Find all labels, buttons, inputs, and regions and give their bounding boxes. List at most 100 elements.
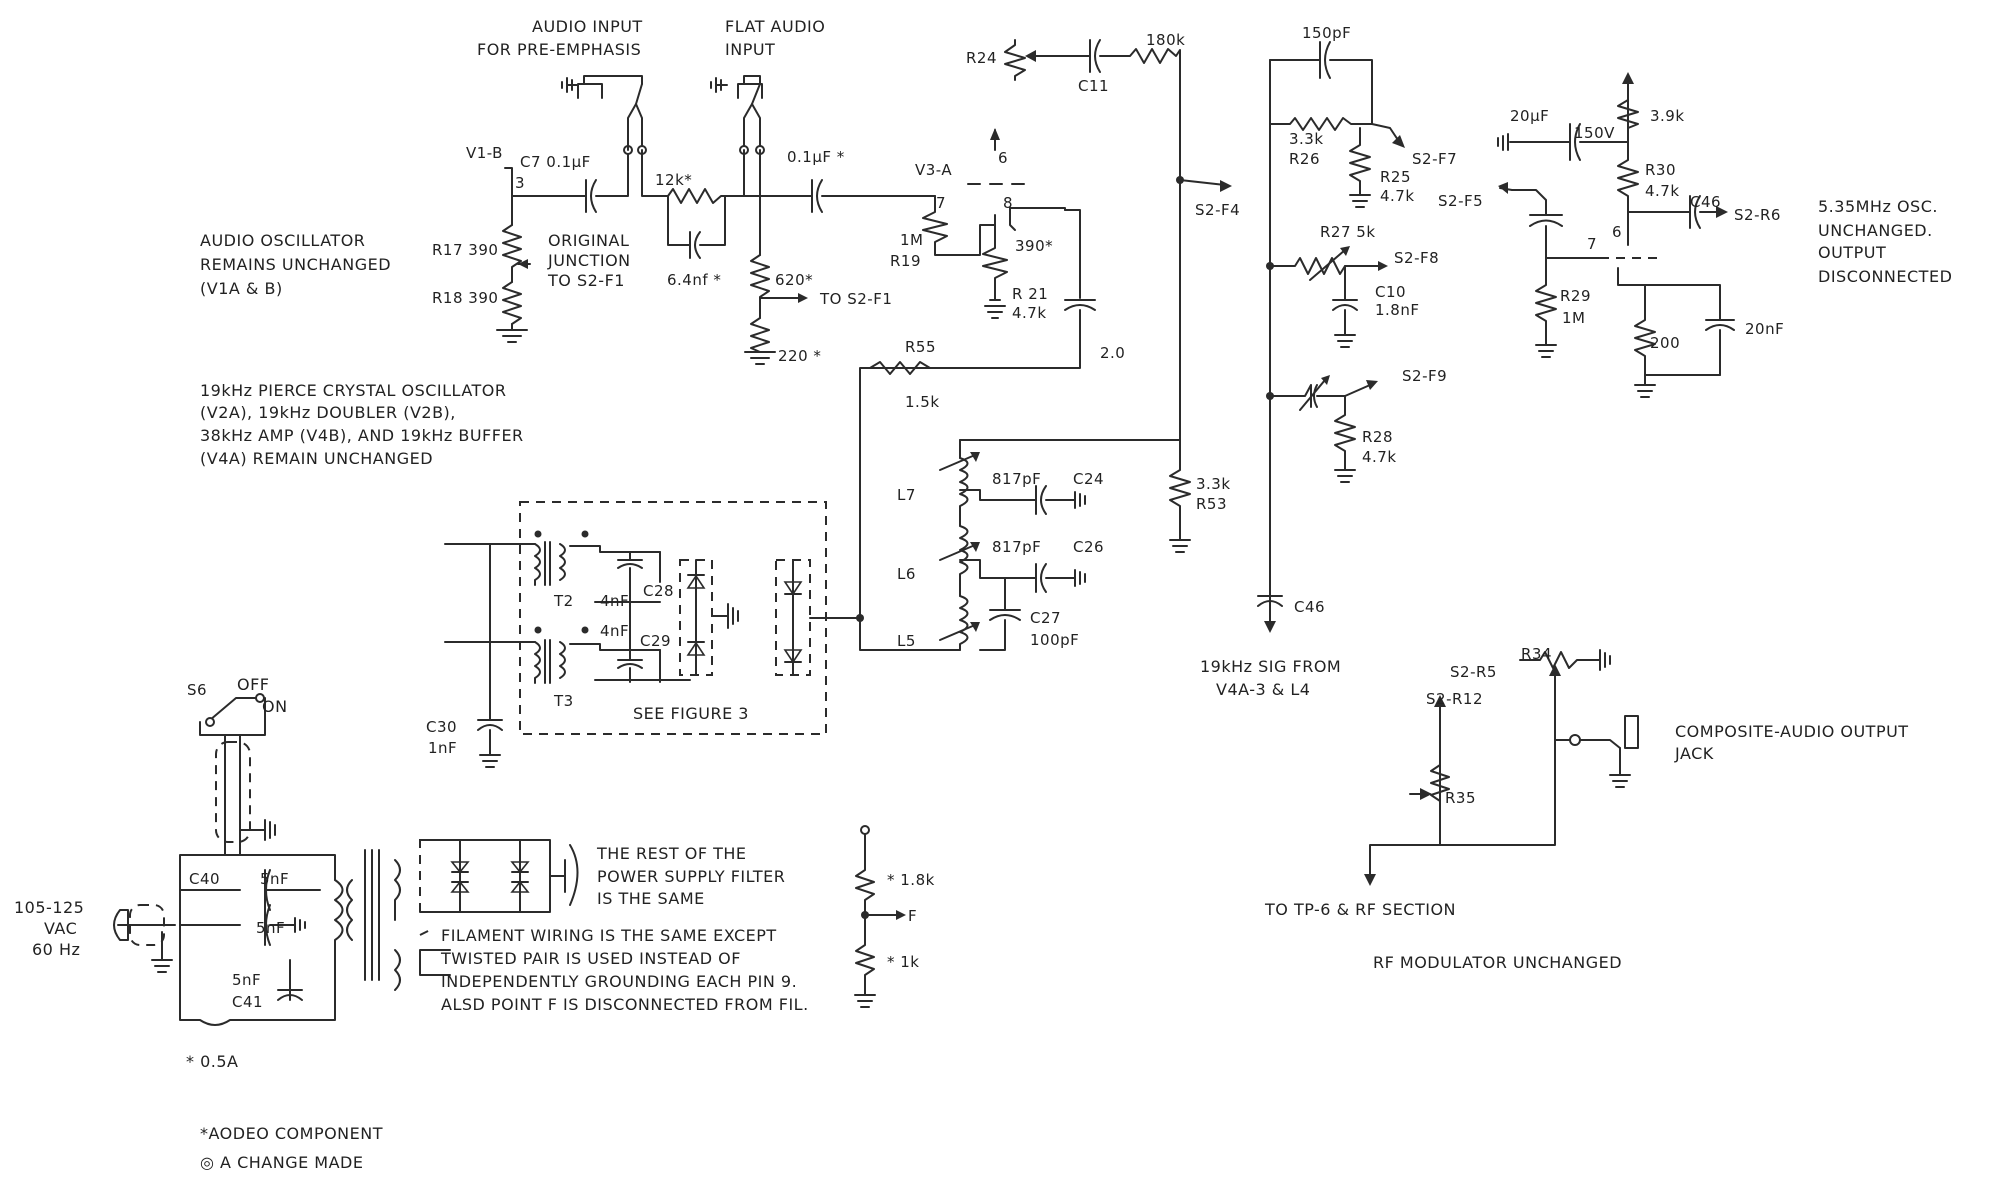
audio-osc-line3: (V1A & B) <box>200 279 283 298</box>
label-t2: T2 <box>553 592 574 610</box>
filament-line2: TWISTED PAIR IS USED INSTEAD OF <box>440 949 741 968</box>
label-c41: C41 <box>232 993 263 1011</box>
label-s2r6: S2-R6 <box>1734 206 1781 224</box>
power-rest-line3: IS THE SAME <box>597 889 705 908</box>
label-r39: 3.9k <box>1650 107 1685 125</box>
label-v1b: V1-B <box>466 144 503 162</box>
label-r18k: * 1.8k <box>887 871 935 889</box>
label-c24: C24 <box>1073 470 1104 488</box>
orig-junction-line2: JUNCTION <box>547 251 631 270</box>
power-rest-line1: THE REST OF THE <box>596 844 747 863</box>
mains-line3: 60 Hz <box>32 940 80 959</box>
component-labels: V1-B C7 0.1μF 3 R17 390 R18 390 12k* 6.4… <box>187 24 1784 1011</box>
label-r53: R53 <box>1196 495 1227 513</box>
label-r55v: 1.5k <box>905 393 940 411</box>
label-c26: C26 <box>1073 538 1104 556</box>
label-pin6: 6 <box>998 149 1008 167</box>
composite-jack-line1: COMPOSITE-AUDIO OUTPUT <box>1675 722 1909 741</box>
label-s2f7: S2-F7 <box>1412 150 1457 168</box>
label-c29v: 4nF <box>600 622 629 640</box>
osc535-line3: OUTPUT <box>1818 243 1886 262</box>
label-c46b: C46 <box>1690 193 1721 211</box>
rf-modulator: RF MODULATOR UNCHANGED <box>1373 953 1622 972</box>
label-c40: C40 <box>189 870 220 888</box>
label-s6: S6 <box>187 681 207 699</box>
osc535-line4: DISCONNECTED <box>1818 267 1952 286</box>
flat-audio-line2: INPUT <box>725 40 775 59</box>
label-r18: R18 390 <box>432 289 498 307</box>
label-c28: C28 <box>643 582 674 600</box>
label-r53v: 3.3k <box>1196 475 1231 493</box>
sig19-line1: 19kHz SIG FROM <box>1200 657 1341 676</box>
pierce-line2: (V2A), 19kHz DOUBLER (V2B), <box>200 403 456 422</box>
label-c27v: 100pF <box>1030 631 1079 649</box>
label-r200: 200 <box>1650 334 1680 352</box>
pierce-line3: 38kHz AMP (V4B), AND 19kHz BUFFER <box>200 426 524 445</box>
label-c27: C27 <box>1030 609 1061 627</box>
legend-changed: ◎ A CHANGE MADE <box>200 1153 363 1172</box>
label-r24: R24 <box>966 49 997 67</box>
label-s2r5: S2-R5 <box>1450 663 1497 681</box>
sig19-line2: V4A-3 & L4 <box>1216 680 1310 699</box>
label-pin3: 3 <box>515 174 525 192</box>
label-r55: R55 <box>905 338 936 356</box>
pierce-line1: 19kHz PIERCE CRYSTAL OSCILLATOR <box>200 381 507 400</box>
mains-line1: 105-125 <box>14 898 84 917</box>
audio-input-preemph-line2: FOR PRE-EMPHASIS <box>477 40 641 59</box>
label-c5nfa: 5nF <box>260 870 289 888</box>
label-c64: 6.4nf * <box>667 271 721 289</box>
label-c20: 2.0 <box>1100 344 1125 362</box>
label-l7: L7 <box>897 486 916 504</box>
label-r29v: 1M <box>1562 309 1586 327</box>
label-r27: R27 5k <box>1320 223 1376 241</box>
filament-line1: FILAMENT WIRING IS THE SAME EXCEPT <box>441 926 777 945</box>
label-c5nfb: 5nF <box>256 919 285 937</box>
power-rest-line2: POWER SUPPLY FILTER <box>597 867 785 886</box>
orig-junction-line3: TO S2-F1 <box>547 271 625 290</box>
label-c10v: 1.8nF <box>1375 301 1420 319</box>
label-r1k: * 1k <box>887 953 920 971</box>
label-pin7b: 7 <box>1587 235 1597 253</box>
label-c28v: 4nF <box>600 592 629 610</box>
label-t3: T3 <box>553 692 574 710</box>
label-s2f5: S2-F5 <box>1438 192 1483 210</box>
legend-added: *AODEO COMPONENT <box>200 1124 383 1143</box>
label-c20uf: 20μF <box>1510 107 1549 125</box>
label-s2f9: S2-F9 <box>1402 367 1447 385</box>
label-r180: 180k <box>1146 31 1185 49</box>
label-c30v: 1nF <box>428 739 457 757</box>
filament-line4: ALSD POINT F IS DISCONNECTED FROM FIL. <box>441 995 809 1014</box>
label-r21v: 4.7k <box>1012 304 1047 322</box>
label-r30v: 4.7k <box>1645 182 1680 200</box>
label-c30: C30 <box>426 718 457 736</box>
label-r34: R34 <box>1521 645 1552 663</box>
label-r26: R26 <box>1289 150 1320 168</box>
block-labels: AUDIO INPUT FOR PRE-EMPHASIS FLAT AUDIO … <box>14 17 1952 1172</box>
audio-osc-line1: AUDIO OSCILLATOR <box>200 231 365 250</box>
label-r21: R 21 <box>1012 285 1048 303</box>
label-c7: C7 0.1μF <box>520 153 591 171</box>
label-s2f4: S2-F4 <box>1195 201 1240 219</box>
label-c01b: 0.1μF * <box>787 148 845 166</box>
label-c11: C11 <box>1078 77 1109 95</box>
switch-off: OFF <box>237 675 270 694</box>
osc535-line1: 5.35MHz OSC. <box>1818 197 1938 216</box>
label-c817b: 817pF <box>992 538 1041 556</box>
orig-junction-line1: ORIGINAL <box>548 231 629 250</box>
label-s2r12: S2-R12 <box>1426 690 1483 708</box>
osc535-line2: UNCHANGED. <box>1818 221 1933 240</box>
label-v150: 150V <box>1574 124 1615 142</box>
label-r12k: 12k* <box>655 171 692 189</box>
mains-line2: VAC <box>44 919 77 938</box>
label-r25: R25 <box>1380 168 1411 186</box>
label-l5: L5 <box>897 632 916 650</box>
label-c5nfc: 5nF <box>232 971 261 989</box>
label-c817a: 817pF <box>992 470 1041 488</box>
label-r1m: 1M <box>900 231 924 249</box>
label-r29: R29 <box>1560 287 1591 305</box>
label-r25v: 4.7k <box>1380 187 1415 205</box>
label-r620: 620* <box>775 271 813 289</box>
see-figure-3: SEE FIGURE 3 <box>633 704 749 723</box>
label-to-s2f1: TO S2-F1 <box>819 290 892 308</box>
